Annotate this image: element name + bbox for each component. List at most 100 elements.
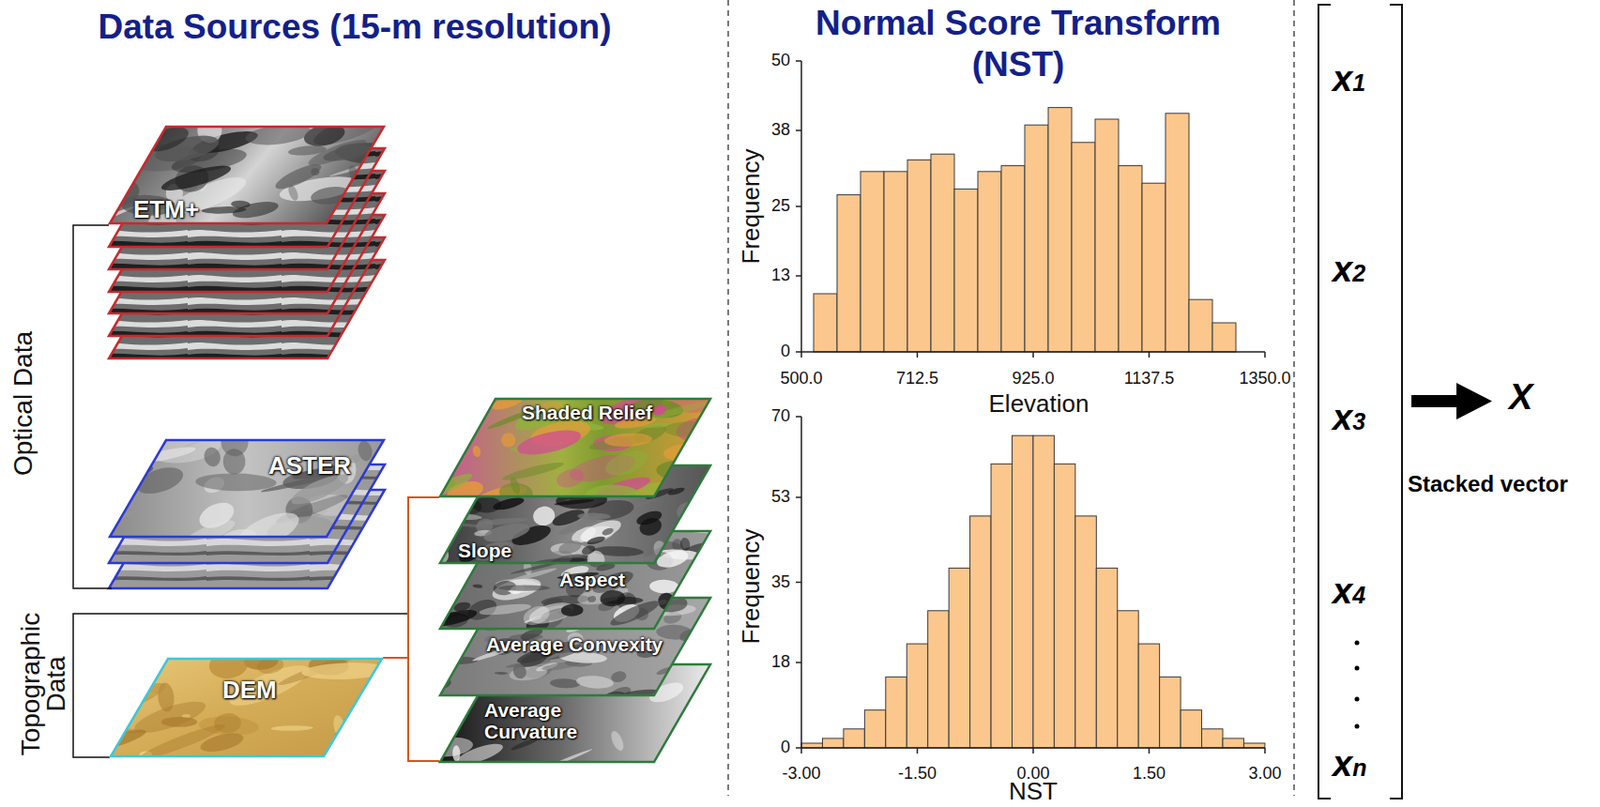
section-title-wrap: Normal Score Transform (NST)	[792, 2, 1244, 86]
layer-texture	[271, 725, 314, 732]
layer-node: ASTER	[108, 439, 385, 538]
chart-axis	[801, 747, 1265, 754]
axis-title-wrap: NST	[1008, 778, 1058, 804]
layer-texture	[530, 473, 556, 492]
axis-title-wrap: Elevation	[989, 391, 1090, 416]
chart-axis	[801, 416, 1265, 748]
chart-axis	[801, 351, 1265, 358]
layer-node: ETM+	[108, 125, 385, 225]
histogram-bars	[1142, 182, 1166, 352]
chart-axis	[795, 60, 1265, 754]
layer-texture	[583, 536, 634, 566]
chart-axis	[801, 60, 1265, 352]
layer-texture	[644, 486, 675, 502]
layer-texture	[515, 425, 584, 459]
layer-texture	[301, 661, 391, 682]
layer-texture	[586, 534, 607, 547]
layer-texture	[354, 167, 390, 187]
layer-texture	[687, 512, 698, 526]
axis-tick: -3.00	[781, 764, 821, 784]
axis-tick: 500.0	[779, 369, 823, 389]
axis-tick: 25	[771, 197, 791, 216]
axis-tick: 1137.5	[1124, 369, 1175, 389]
ellipsis-dots	[1355, 666, 1360, 671]
layer-texture	[219, 426, 251, 458]
layer-texture	[507, 608, 519, 618]
axis-title: Frequency	[738, 149, 763, 265]
stacked-label: Stacked vector	[1407, 472, 1569, 497]
layer-texture	[554, 465, 587, 490]
axis-tick-wrap: 925.0	[1011, 369, 1054, 389]
histogram-bars	[837, 195, 861, 352]
layer-texture	[592, 685, 611, 696]
layer-texture	[531, 504, 557, 528]
layer-texture	[423, 601, 462, 623]
layer-texture	[498, 584, 550, 591]
axis-title: Elevation	[989, 391, 1090, 416]
layer-texture	[286, 183, 300, 202]
layer-texture	[602, 445, 653, 481]
histogram-bars	[813, 293, 838, 352]
histogram-bars	[1012, 435, 1034, 748]
layer-texture	[583, 607, 632, 631]
layer-shape	[109, 657, 383, 758]
layer-texture	[614, 533, 630, 545]
layer-texture	[335, 729, 376, 742]
layer-outline	[110, 658, 382, 757]
layer-texture	[501, 432, 517, 448]
axis-tick-wrap: 1137.5	[1124, 369, 1175, 389]
layer-texture	[202, 445, 223, 469]
vector-element-wrap: x4	[1332, 570, 1366, 614]
layer-label-wrap: Average Curvature	[484, 699, 588, 743]
layer-texture	[635, 454, 669, 480]
group-bracket	[73, 613, 409, 758]
layer-texture	[90, 130, 129, 153]
histogram-bars	[801, 435, 1265, 748]
layer-label: Average Curvature	[484, 699, 588, 743]
layer-texture	[544, 747, 594, 770]
axis-tick-wrap: 712.5	[896, 369, 939, 389]
layer-texture	[538, 623, 554, 631]
layer-texture	[586, 463, 633, 477]
layer-texture	[244, 121, 313, 149]
layer-texture	[88, 136, 136, 178]
layer-label-wrap: ETM+	[133, 196, 199, 224]
histogram-bars	[860, 171, 884, 352]
layer-texture	[442, 534, 453, 553]
axis-title: NST	[1008, 778, 1058, 804]
layer-texture	[601, 526, 615, 537]
layer-outline	[440, 664, 711, 762]
section-divider	[1293, 0, 1295, 796]
layer-texture	[662, 441, 721, 464]
ellipsis-dots	[1355, 640, 1360, 646]
histogram-bars	[1075, 516, 1097, 748]
layer-texture	[563, 466, 602, 485]
group-label-wrap: Optical Data	[10, 331, 36, 476]
layer-texture	[364, 178, 391, 201]
axis-tick-wrap: 1.50	[1132, 764, 1166, 784]
histogram-bars	[928, 610, 949, 748]
histogram-bars	[930, 153, 955, 352]
histogram-bars	[1001, 166, 1025, 352]
layer-outline	[109, 440, 384, 537]
axis-tick: 1350.0	[1238, 369, 1291, 389]
layer-texture	[574, 475, 618, 497]
layer-texture	[426, 421, 459, 444]
layer-image-base	[439, 530, 712, 630]
layer-texture	[159, 160, 234, 196]
layer-texture	[655, 548, 690, 571]
vector-element-wrap: x1	[1332, 58, 1366, 102]
layer-texture	[440, 521, 494, 530]
axis-tick-wrap: 0	[780, 342, 791, 362]
histogram-bars	[1159, 676, 1181, 748]
histogram-bars	[1188, 299, 1213, 352]
layer-texture	[505, 471, 537, 485]
section-divider	[728, 0, 1295, 796]
stacked-symbol-wrap: X	[1508, 378, 1533, 418]
chart-axis	[795, 60, 802, 352]
axis-tick-wrap: 50	[771, 51, 791, 71]
layer-texture	[593, 463, 647, 486]
layer-texture	[609, 607, 654, 620]
layer-texture	[428, 606, 479, 630]
layer-texture	[587, 594, 597, 603]
